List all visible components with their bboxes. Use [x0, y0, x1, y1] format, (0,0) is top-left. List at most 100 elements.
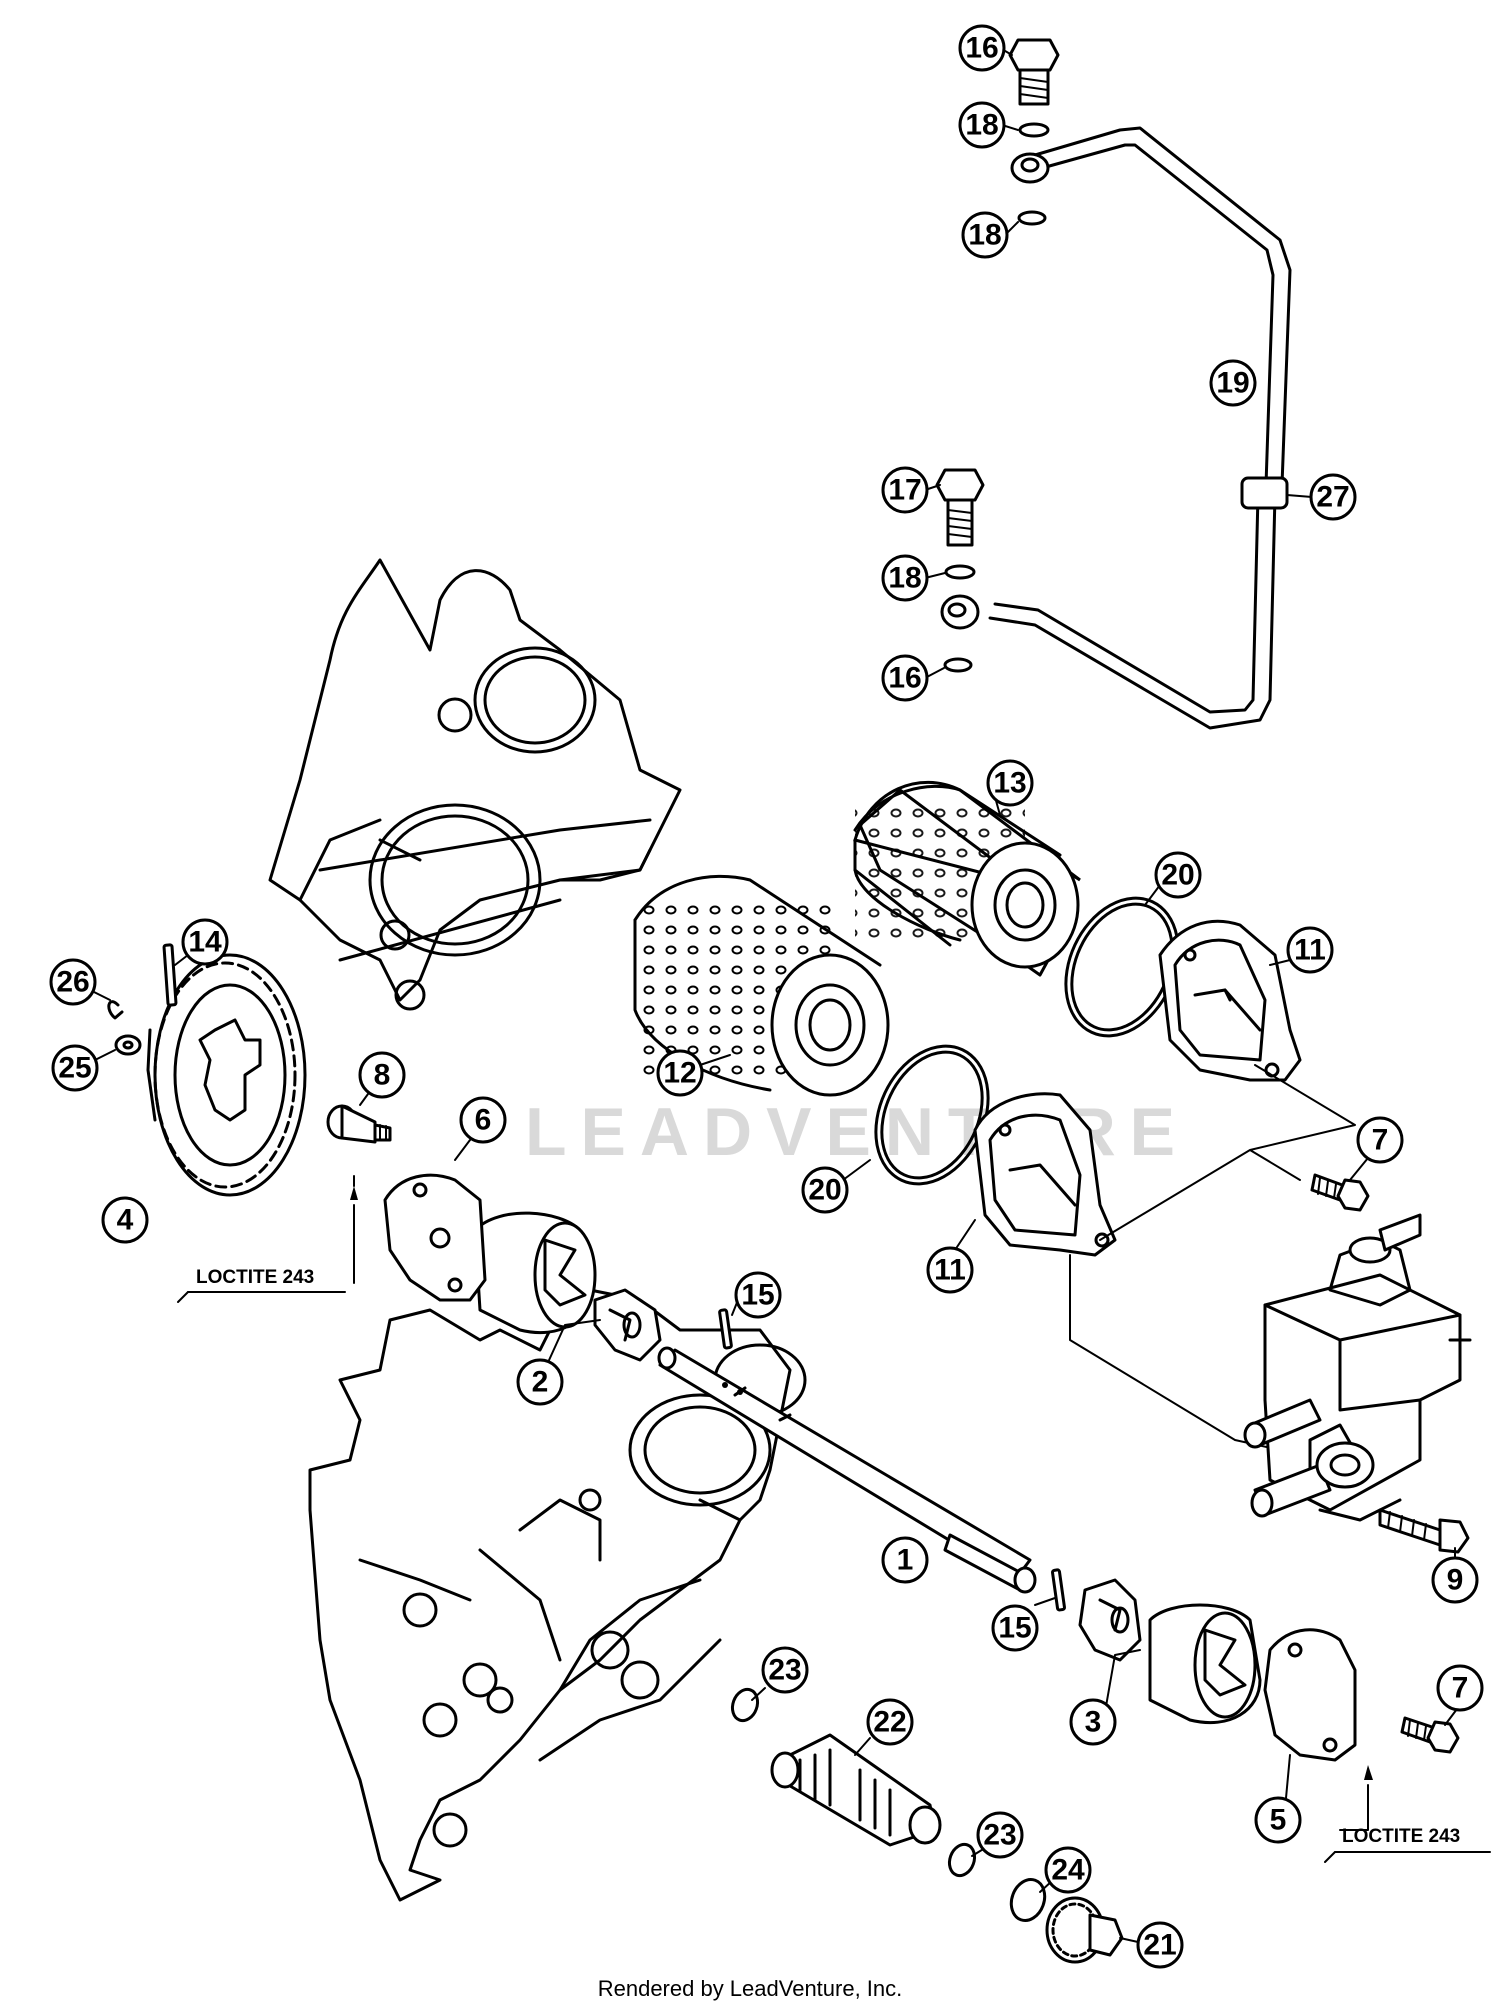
pump-rotor-3	[1078, 1578, 1262, 1725]
svg-text:18: 18	[965, 109, 998, 142]
svg-text:26: 26	[56, 966, 89, 999]
callout-1[interactable]: 1	[881, 1536, 929, 1584]
pin-15-lower	[1051, 1568, 1066, 1612]
pump-rotor-2	[473, 1211, 662, 1362]
svg-text:23: 23	[768, 1654, 801, 1687]
callout-16-lower[interactable]: 16	[881, 654, 929, 702]
o-ring-24	[1009, 1878, 1047, 1922]
svg-text:20: 20	[808, 1174, 841, 1207]
oil-line	[935, 38, 1292, 730]
callout-22[interactable]: 22	[866, 1698, 914, 1746]
svg-text:27: 27	[1316, 481, 1349, 514]
filter-housing	[1243, 1213, 1472, 1522]
svg-text:22: 22	[873, 1706, 906, 1739]
callout-24[interactable]: 24	[1044, 1846, 1092, 1894]
callout-16-top[interactable]: 16	[958, 24, 1006, 72]
o-ring-23-upper	[730, 1687, 760, 1723]
loctite-note-right: LOCTITE 243	[1342, 1826, 1460, 1847]
filter-cover-11-lower	[973, 1092, 1117, 1257]
callout-7-lower[interactable]: 7	[1436, 1664, 1484, 1712]
bolt-8	[326, 1104, 392, 1200]
svg-text:1: 1	[897, 1544, 914, 1577]
callout-18-lower[interactable]: 18	[881, 554, 929, 602]
callout-19[interactable]: 19	[1209, 359, 1257, 407]
svg-text:14: 14	[188, 926, 222, 959]
svg-text:20: 20	[1161, 859, 1194, 892]
callout-23-upper[interactable]: 23	[761, 1646, 809, 1694]
svg-text:19: 19	[1216, 367, 1249, 400]
svg-text:23: 23	[983, 1819, 1016, 1852]
bolt-7-lower	[1364, 1716, 1460, 1780]
callout-5[interactable]: 5	[1254, 1796, 1302, 1844]
upper-engine-case	[268, 558, 682, 1011]
callout-6[interactable]: 6	[459, 1096, 507, 1144]
svg-text:16: 16	[965, 32, 998, 65]
pump-gear-4	[146, 953, 307, 1197]
svg-text:11: 11	[934, 1254, 966, 1287]
callout-8[interactable]: 8	[358, 1051, 406, 1099]
svg-text:18: 18	[968, 219, 1001, 252]
banjo-fitting-top	[1010, 152, 1050, 184]
callout-3[interactable]: 3	[1069, 1698, 1117, 1746]
callout-20-upper[interactable]: 20	[1154, 851, 1202, 899]
callout-18-top-lower[interactable]: 18	[961, 211, 1009, 259]
footer-credit: Rendered by LeadVenture, Inc.	[597, 1976, 903, 2001]
pin-14	[162, 943, 178, 1007]
svg-text:13: 13	[993, 767, 1026, 800]
svg-text:7: 7	[1372, 1124, 1389, 1157]
svg-text:8: 8	[374, 1059, 391, 1092]
pipe-clamp	[1240, 476, 1289, 510]
svg-text:25: 25	[58, 1052, 91, 1085]
relief-valve-22	[770, 1733, 942, 1847]
callout-9[interactable]: 9	[1431, 1556, 1479, 1604]
callout-21[interactable]: 21	[1136, 1921, 1184, 1969]
svg-text:17: 17	[888, 474, 921, 507]
loctite-note-left: LOCTITE 243	[196, 1267, 314, 1288]
bolt-shank-lower	[946, 498, 974, 547]
svg-text:15: 15	[998, 1612, 1031, 1645]
banjo-bolt-lower	[935, 468, 985, 502]
callout-13[interactable]: 13	[986, 759, 1034, 807]
svg-text:4: 4	[117, 1204, 134, 1237]
svg-text:24: 24	[1051, 1854, 1085, 1887]
callout-23-lower[interactable]: 23	[976, 1811, 1024, 1859]
svg-text:18: 18	[888, 562, 921, 595]
callout-12[interactable]: 12	[656, 1049, 704, 1097]
banjo-bolt-top	[1008, 38, 1060, 72]
callout-25[interactable]: 25	[51, 1044, 99, 1092]
svg-text:9: 9	[1447, 1564, 1464, 1597]
pin-15-upper	[718, 1308, 733, 1350]
callout-18-top-upper[interactable]: 18	[958, 101, 1006, 149]
banjo-fitting-lower	[940, 594, 980, 630]
svg-text:16: 16	[888, 662, 921, 695]
callout-17[interactable]: 17	[881, 466, 929, 514]
bolt-9	[1378, 1508, 1470, 1554]
callout-11-upper[interactable]: 11	[1286, 926, 1334, 974]
callout-20-lower[interactable]: 20	[801, 1166, 849, 1214]
svg-text:21: 21	[1143, 1929, 1176, 1962]
svg-text:7: 7	[1452, 1672, 1469, 1705]
svg-text:12: 12	[663, 1057, 696, 1090]
svg-text:15: 15	[741, 1279, 774, 1312]
plug-21	[1045, 1896, 1124, 1964]
callout-4[interactable]: 4	[101, 1196, 149, 1244]
bolt-7-upper	[1310, 1173, 1370, 1212]
svg-text:11: 11	[1294, 934, 1326, 967]
svg-text:6: 6	[475, 1104, 492, 1137]
callout-27[interactable]: 27	[1309, 473, 1357, 521]
svg-text:2: 2	[532, 1366, 549, 1399]
svg-text:5: 5	[1270, 1804, 1287, 1837]
oil-filter-13	[853, 780, 1081, 977]
callout-15-upper[interactable]: 15	[734, 1271, 782, 1319]
callout-15-lower[interactable]: 15	[991, 1604, 1039, 1652]
svg-text:3: 3	[1085, 1706, 1102, 1739]
filter-cover-11-upper	[1158, 919, 1302, 1082]
callout-26[interactable]: 26	[49, 958, 97, 1006]
washer-25	[114, 1034, 142, 1056]
callout-14[interactable]: 14	[181, 918, 229, 966]
callout-2[interactable]: 2	[516, 1358, 564, 1406]
callout-7-upper[interactable]: 7	[1356, 1116, 1404, 1164]
callout-11-lower[interactable]: 11	[926, 1246, 974, 1294]
